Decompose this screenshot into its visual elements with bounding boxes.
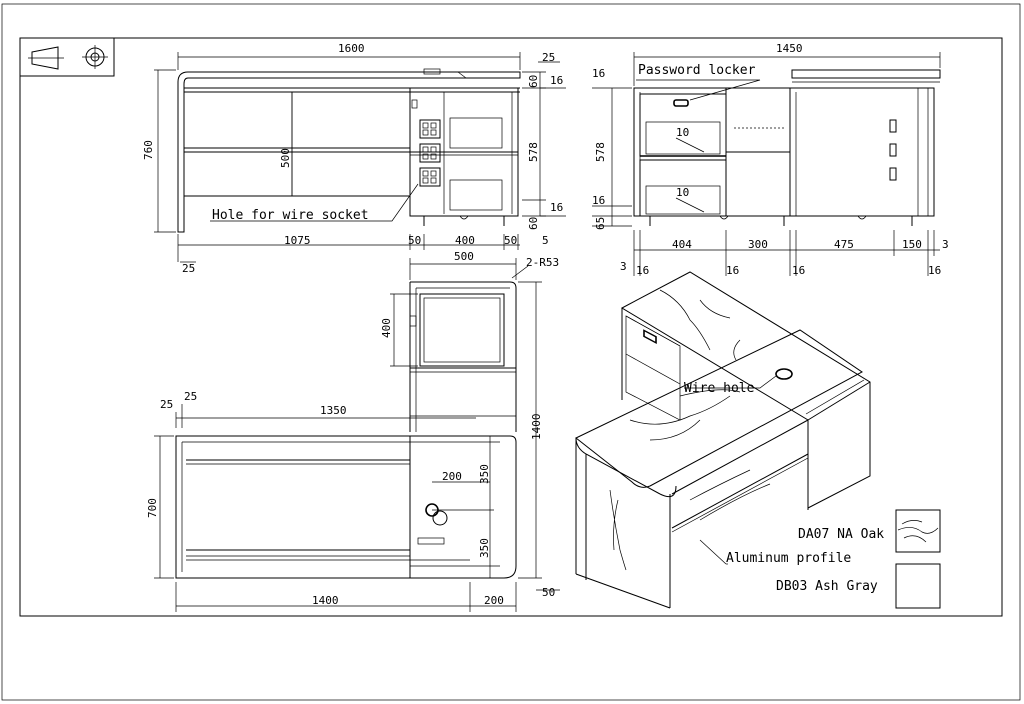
dim-front-cab-height: 578 [527, 142, 540, 162]
dim-front-5: 5 [542, 234, 549, 247]
dim-side-475: 475 [834, 238, 854, 251]
dim-front-width: 1600 [338, 42, 365, 55]
material-oak-swatch [895, 509, 941, 553]
iso-wire-hole-icon [775, 368, 793, 380]
dim-plan-25a: 25 [160, 398, 173, 411]
dim-plan-radius: 2-R53 [526, 256, 559, 269]
dim-plan-door: 400 [380, 318, 393, 338]
label-ash-gray: DB03 Ash Gray [776, 579, 878, 594]
dim-plan-depth: 1400 [530, 414, 543, 441]
dim-side-16-a: 16 [636, 264, 649, 277]
dim-plan-1350: 1350 [320, 404, 347, 417]
dim-front-16-top: 16 [550, 74, 563, 87]
dim-side-578: 578 [594, 142, 607, 162]
dim-side-404: 404 [672, 238, 692, 251]
dim-side-65: 65 [594, 217, 607, 230]
dim-side-3-right: 3 [942, 238, 949, 251]
dim-front-inner-height: 500 [279, 148, 292, 168]
password-lock-icon [673, 99, 689, 107]
label-password-locker: Password locker [638, 63, 756, 78]
dim-front-cab-side-r: 50 [504, 234, 517, 247]
dim-front-left-span: 1075 [284, 234, 311, 247]
dim-plan-return-200: 200 [484, 594, 504, 607]
dim-side-16-top: 16 [592, 67, 605, 80]
dim-plan-1400: 1400 [312, 594, 339, 607]
dim-plan-50: 50 [542, 586, 555, 599]
isometric-view [575, 271, 871, 609]
dim-plan-cab-width: 500 [454, 250, 474, 263]
dim-front-cab-side-l: 50 [408, 234, 421, 247]
front-view [154, 52, 566, 263]
label-wire-socket: Hole for wire socket [212, 208, 369, 223]
dim-front-leg: 25 [182, 262, 195, 275]
material-ash-swatch [895, 563, 941, 609]
dim-front-top-thk: 25 [542, 51, 555, 64]
side-view [592, 52, 941, 276]
plan-view [154, 258, 560, 612]
wire-hole-icon [425, 503, 448, 526]
dim-front-height: 760 [142, 140, 155, 160]
dim-plan-25b: 25 [184, 390, 197, 403]
dim-side-3-left: 3 [620, 260, 627, 273]
dim-side-drawer-10a: 10 [676, 126, 689, 139]
dim-plan-700: 700 [146, 498, 159, 518]
label-oak: DA07 NA Oak [798, 527, 884, 542]
dim-side-150: 150 [902, 238, 922, 251]
sheet-border [1, 3, 1021, 701]
wire-socket-icon [419, 119, 441, 187]
label-aluminum-profile: Aluminum profile [726, 551, 851, 566]
dim-plan-hole-350b: 350 [478, 538, 491, 558]
dim-side-16-mid: 16 [592, 194, 605, 207]
dim-side-16-d: 16 [928, 264, 941, 277]
dim-front-16-bot: 16 [550, 201, 563, 214]
dim-front-cab-width: 400 [455, 234, 475, 247]
dim-side-16-c: 16 [792, 264, 805, 277]
dim-plan-hole-350a: 350 [478, 464, 491, 484]
dim-front-60-top: 60 [527, 75, 540, 88]
dim-side-300: 300 [748, 238, 768, 251]
dim-plan-hole-200: 200 [442, 470, 462, 483]
dim-side-width: 1450 [776, 42, 803, 55]
dim-front-60-bot: 60 [527, 217, 540, 230]
label-wire-hole: Wire hole [684, 381, 755, 396]
projection-symbol-icon [19, 37, 115, 77]
dim-side-drawer-10b: 10 [676, 186, 689, 199]
dim-side-16-b: 16 [726, 264, 739, 277]
